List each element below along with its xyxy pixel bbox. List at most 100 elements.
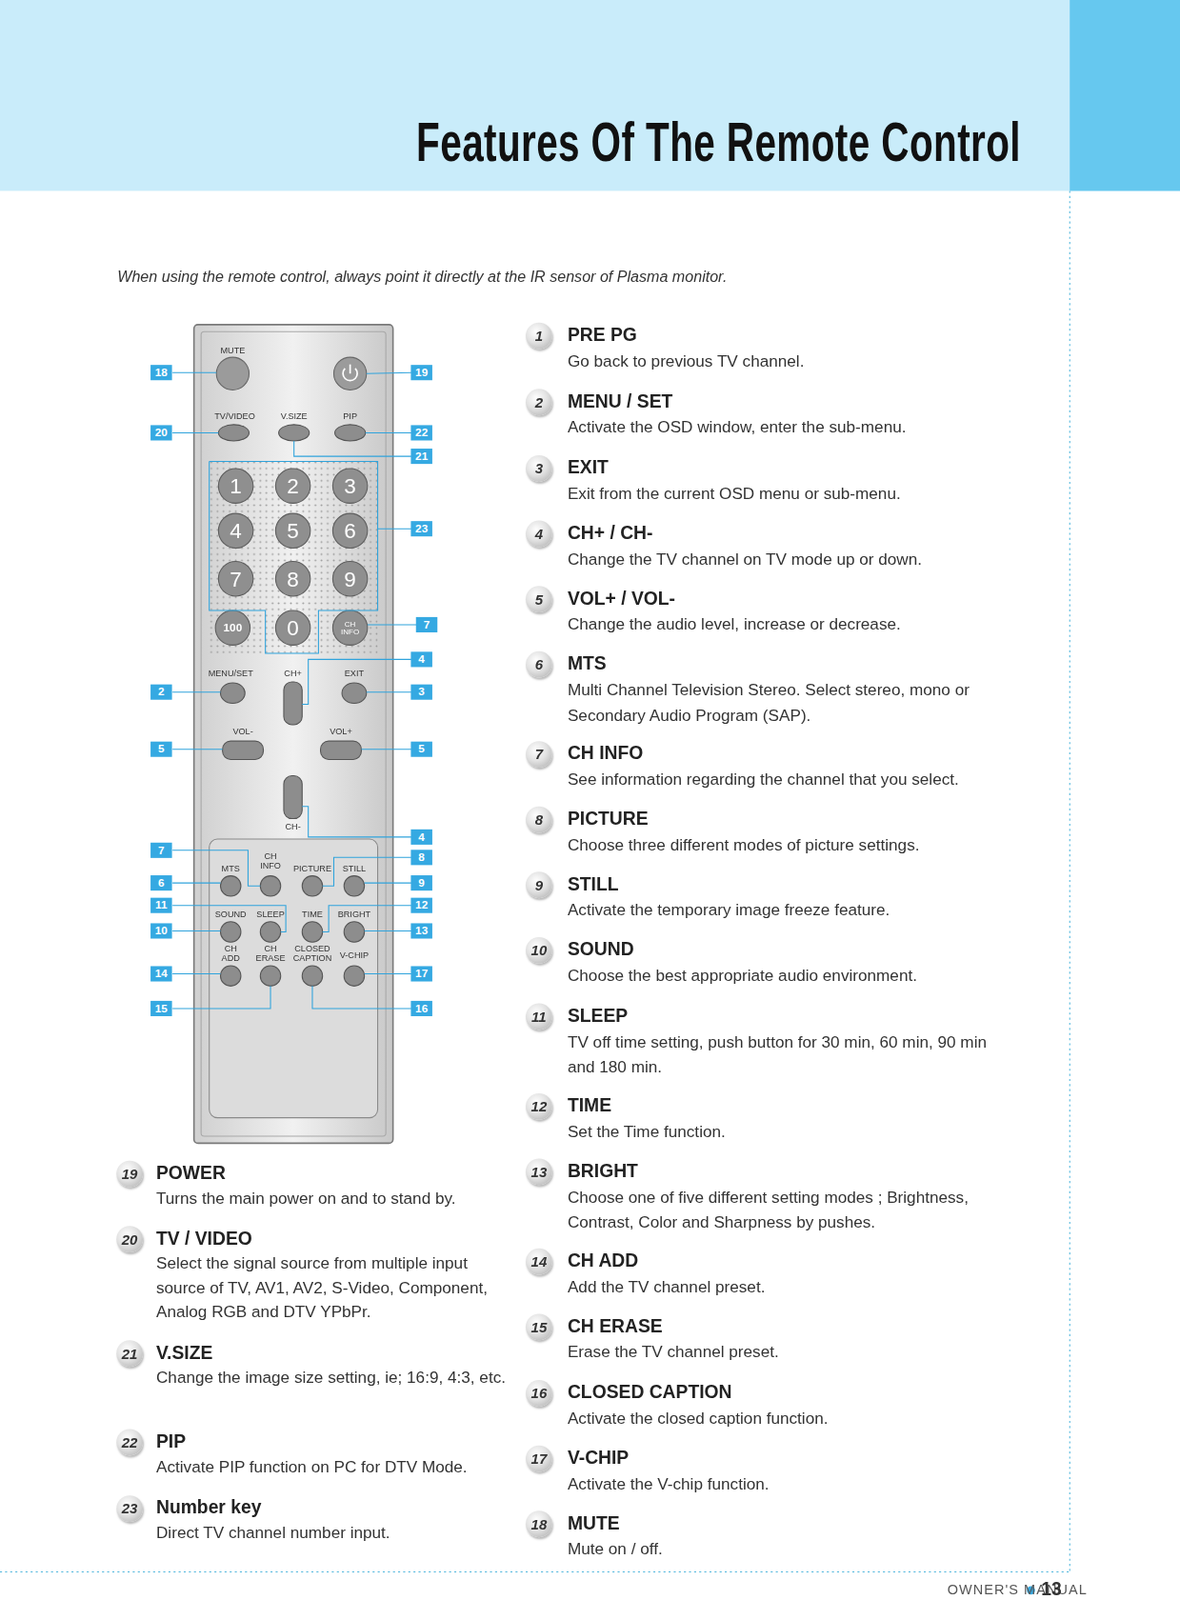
- item-title: CH ADD: [567, 1250, 639, 1273]
- item-title: MUTE: [567, 1512, 620, 1535]
- callout-number: 22: [410, 424, 433, 440]
- page-title: Features Of The Remote Control: [416, 110, 1021, 174]
- key-digit: 9: [343, 567, 357, 590]
- drawing-part: [364, 930, 412, 932]
- item-title: VOL+ / VOL-: [567, 587, 676, 610]
- callout-number: 16: [410, 1000, 433, 1017]
- button-label: BRIGHT: [338, 910, 371, 920]
- key-digit: 6: [343, 520, 357, 542]
- drawing-part: [172, 748, 223, 750]
- item-title: SOUND: [567, 939, 635, 961]
- button-label: STILL: [342, 864, 366, 874]
- key-digit: 2: [286, 475, 300, 498]
- item-description: Change the image size setting, ie; 16:9,…: [156, 1365, 509, 1390]
- item-number: 7: [525, 740, 553, 768]
- drawing-part: [172, 850, 260, 887]
- drawing-part: [275, 468, 310, 503]
- item-description: Change the TV channel on TV mode up or d…: [567, 545, 1018, 572]
- item-number: 1: [525, 322, 553, 350]
- drawing-part: [332, 468, 367, 503]
- drawing-part: [364, 973, 412, 975]
- item-title: Number key: [156, 1497, 261, 1520]
- key-digit: 5: [286, 520, 300, 542]
- key-digit: 1: [229, 475, 242, 498]
- drawing-part: [172, 973, 220, 975]
- item-description: Activate the OSD window, enter the sub-m…: [567, 414, 1018, 440]
- drawing-part: [364, 882, 412, 884]
- button-label: PIP: [342, 412, 358, 421]
- drawing-part: [218, 468, 253, 503]
- item-title: V-CHIP: [567, 1447, 629, 1470]
- drawing-part: [332, 513, 367, 548]
- item-number: 3: [525, 455, 553, 482]
- button-label: CH ADD: [221, 944, 240, 962]
- key-digit: 0: [286, 617, 300, 640]
- callout-number: 20: [150, 424, 173, 440]
- drawing-part: [341, 682, 367, 703]
- drawing-part: [216, 357, 249, 390]
- drawing-part: [220, 876, 365, 987]
- drawing-part: [172, 432, 219, 434]
- drawing-part: [209, 460, 379, 653]
- drawing-part: [172, 905, 286, 933]
- item-number: 18: [525, 1510, 553, 1538]
- item-description: Select the signal source from multiple i…: [156, 1251, 509, 1324]
- dotted-rule: [1069, 190, 1071, 1572]
- drawing-part: [279, 424, 310, 441]
- key-digit: 7: [229, 567, 242, 590]
- drawing-part: [209, 460, 379, 653]
- button-label: TV/VIDEO: [214, 412, 256, 421]
- button-label: CH+: [283, 669, 301, 679]
- key-digit: CH INFO: [340, 620, 360, 636]
- callout-number: 2: [150, 684, 173, 700]
- item-number: 21: [116, 1340, 143, 1367]
- callout-number: 6: [150, 875, 173, 891]
- drawing-part: [283, 681, 302, 725]
- drawing-part: [172, 882, 220, 884]
- item-number: 14: [525, 1248, 553, 1276]
- button-label: VOL+: [329, 727, 353, 737]
- callout-number: 23: [410, 520, 433, 537]
- item-description: Mute on / off.: [567, 1536, 1018, 1562]
- button-label: MTS: [221, 864, 240, 874]
- button-label: CH INFO: [260, 851, 281, 869]
- item-title: STILL: [567, 873, 620, 896]
- item-description: Exit from the current OSD menu or sub-me…: [567, 480, 1018, 507]
- callout-number: 21: [410, 448, 433, 464]
- item-description: See information regarding the channel th…: [567, 766, 1018, 793]
- drawing-part: [378, 528, 412, 530]
- callout-number: 5: [410, 741, 433, 758]
- item-title: PRE PG: [567, 324, 638, 347]
- button-label: TIME: [301, 910, 323, 920]
- footer-text: OWNER'S MANUAL: [947, 1581, 1088, 1598]
- drawing-part: [335, 424, 366, 441]
- item-number: 17: [525, 1445, 553, 1473]
- item-title: MTS: [567, 653, 607, 676]
- item-title: CH ERASE: [567, 1316, 663, 1339]
- item-description: Choose three different modes of picture …: [567, 832, 1018, 859]
- item-number: 20: [116, 1225, 143, 1253]
- drawing-part: [366, 691, 412, 693]
- drawing-part: [209, 839, 379, 1119]
- callout-number: 19: [410, 364, 433, 380]
- drawing-part: [218, 424, 249, 441]
- item-number: 19: [116, 1160, 143, 1188]
- drawing-part: [275, 560, 310, 596]
- drawing-part: [220, 921, 241, 942]
- item-number: 23: [116, 1495, 143, 1522]
- drawing-part: [360, 748, 412, 750]
- drawing-part: [343, 876, 364, 897]
- item-description: Turns the main power on and to stand by.: [156, 1185, 509, 1210]
- drawing-part: [366, 372, 412, 374]
- drawing-part: [215, 468, 368, 645]
- item-description: Choose one of five different setting mod…: [567, 1183, 1018, 1236]
- drawing-part: [172, 372, 217, 374]
- key-digit: 8: [286, 567, 300, 590]
- item-number: 2: [525, 388, 553, 416]
- callout-number: 18: [150, 364, 173, 380]
- drawing-part: [343, 921, 364, 942]
- item-title: POWER: [156, 1162, 226, 1185]
- callout-number: 11: [150, 898, 173, 914]
- callout-number: 4: [410, 651, 433, 667]
- drawing-part: [343, 965, 364, 986]
